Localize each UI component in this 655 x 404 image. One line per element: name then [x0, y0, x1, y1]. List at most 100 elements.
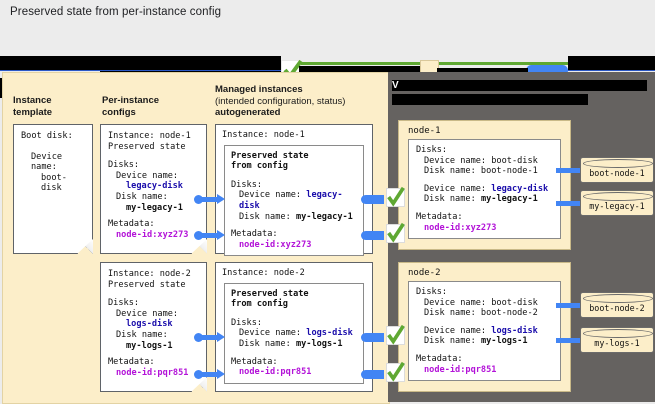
heading-line-2: (intended configuration, status) [215, 95, 346, 107]
connector-bar [366, 231, 384, 240]
managed-instance-card-node-1: Instance: node-1 Preserved state from co… [215, 124, 373, 257]
connector-bar [200, 372, 218, 377]
extra-device-value: logs-disk [491, 325, 538, 336]
disk-name-value: my-legacy-1 [295, 211, 353, 222]
disk-name-value: my-logs-1 [295, 338, 343, 349]
metadata-label: Metadata: [108, 357, 155, 368]
disk-connector [556, 201, 580, 206]
connector-dot [361, 231, 370, 240]
disk-name-label: Disk name: [116, 191, 168, 202]
inner-title-line-2: from config [231, 161, 288, 172]
redaction-bar [392, 94, 588, 105]
connector-arrow [217, 230, 225, 240]
heading-line-1: Instance [13, 95, 52, 106]
checkmark-icon [386, 222, 405, 243]
node-card-node-1: node-1 Disks: Device name: boot-disk Dis… [398, 120, 571, 250]
blue-arrow-icon [526, 65, 568, 76]
right-header-glyph: V [392, 80, 399, 91]
metadata-value: node-id:pqr851 [116, 367, 189, 378]
device-name-value: logs-disk [126, 319, 173, 330]
device-name-value: legacy-disk [239, 190, 343, 211]
node-title: node-2 [408, 268, 441, 278]
checkmark-icon [386, 324, 405, 345]
disks-label: Disks: [108, 160, 140, 171]
metadata-value: node-id:pqr851 [239, 367, 312, 378]
inner-title-line-1: Preserved state [231, 150, 309, 161]
disk-connector [556, 168, 580, 173]
connector-bar [366, 333, 384, 342]
connector-arrow [217, 369, 225, 379]
connector-dot [361, 370, 370, 379]
disk-connector [556, 338, 580, 343]
extra-disk-label: Disk name: [424, 194, 476, 205]
heading-line-1: Per-instance [102, 95, 160, 106]
disks-label: Disks: [416, 145, 448, 155]
connector-bar [200, 197, 218, 202]
heading-line-1: Managed instances [215, 84, 303, 95]
redaction-bar [568, 56, 655, 70]
heading-line-2: configs [102, 106, 136, 118]
preserved-state-line: Preserved state [108, 279, 186, 290]
connector-bar [366, 195, 384, 204]
page-fold-icon [77, 239, 93, 254]
extra-disk-label: Disk name: [424, 336, 476, 347]
per-instance-config-card-node-1: Instance: node-1 Preserved state Disks: … [100, 124, 207, 254]
disk-connector [556, 303, 580, 308]
disk-cylinder: my-logs-1 [580, 327, 654, 353]
connector-arrow [217, 332, 225, 342]
extra-disk-value: my-logs-1 [480, 336, 528, 347]
disk-name-value: my-legacy-1 [126, 202, 183, 213]
metadata-value: node-id:xyz273 [116, 229, 189, 240]
extra-device-label: Device name: [424, 183, 487, 194]
disk-cylinder: boot-node-2 [580, 292, 654, 318]
instance-line: Instance: node-2 [222, 268, 305, 278]
instance-line: Instance: node-1 [222, 130, 305, 140]
column-heading-instance-template: Instance template [13, 95, 52, 118]
connector-dot [361, 333, 370, 342]
per-instance-config-card-node-2: Instance: node-2 Preserved state Disks: … [100, 262, 207, 392]
boot-disk-line: Disk name: boot-node-1 [424, 166, 538, 177]
connector-dot [194, 370, 203, 379]
disks-label: Disks: [108, 298, 140, 309]
metadata-label: Metadata: [416, 211, 463, 222]
device-name-value: boot-disk [41, 172, 67, 194]
inner-title-line-1: Preserved state [231, 288, 309, 299]
connector-arrow [217, 194, 225, 204]
device-name-value: logs-disk [306, 328, 353, 339]
metadata-value: node-id:xyz273 [424, 222, 497, 233]
boot-device-line: Device name: boot-disk [424, 155, 538, 166]
disk-name-label: Disk name: [239, 338, 291, 349]
node-card-node-2: node-2 Disks: Device name: boot-disk Dis… [398, 262, 571, 392]
device-name-label: Device name: [31, 151, 63, 173]
inner-title-line-2: from config [231, 299, 288, 310]
connector-dot [194, 333, 203, 342]
disk-cylinder: my-legacy-1 [580, 190, 654, 216]
redaction-bar [0, 56, 281, 70]
disk-cylinder: boot-node-1 [580, 157, 654, 183]
device-name-label: Device name: [239, 190, 302, 201]
checkmark-icon [386, 186, 405, 207]
metadata-label: Metadata: [416, 353, 463, 364]
boot-disk-line: Disk name: boot-node-2 [424, 308, 538, 319]
device-name-value: legacy-disk [126, 181, 183, 192]
connector-bar [200, 335, 218, 340]
extra-device-label: Device name: [424, 325, 487, 336]
disks-label: Disks: [416, 287, 448, 297]
boot-device-line: Device name: boot-disk [424, 297, 538, 308]
connector-bar [366, 370, 384, 379]
metadata-value: node-id:xyz273 [239, 239, 312, 250]
heading-line-3: autogenerated [215, 107, 281, 118]
node-title: node-1 [408, 126, 441, 136]
metadata-value: node-id:pqr851 [424, 364, 497, 375]
disks-label: Disks: [231, 179, 263, 190]
legend [0, 28, 655, 98]
heading-line-2: template [13, 106, 53, 118]
connector-dot [194, 195, 203, 204]
metadata-label: Metadata: [108, 219, 155, 230]
preserved-state-line: Preserved state [108, 141, 186, 152]
device-name-label: Device name: [116, 308, 179, 319]
instance-template-card: Boot disk: Device name: boot-disk [13, 124, 93, 254]
redaction-bar [392, 80, 647, 91]
instance-line: Instance: node-2 [108, 269, 191, 279]
